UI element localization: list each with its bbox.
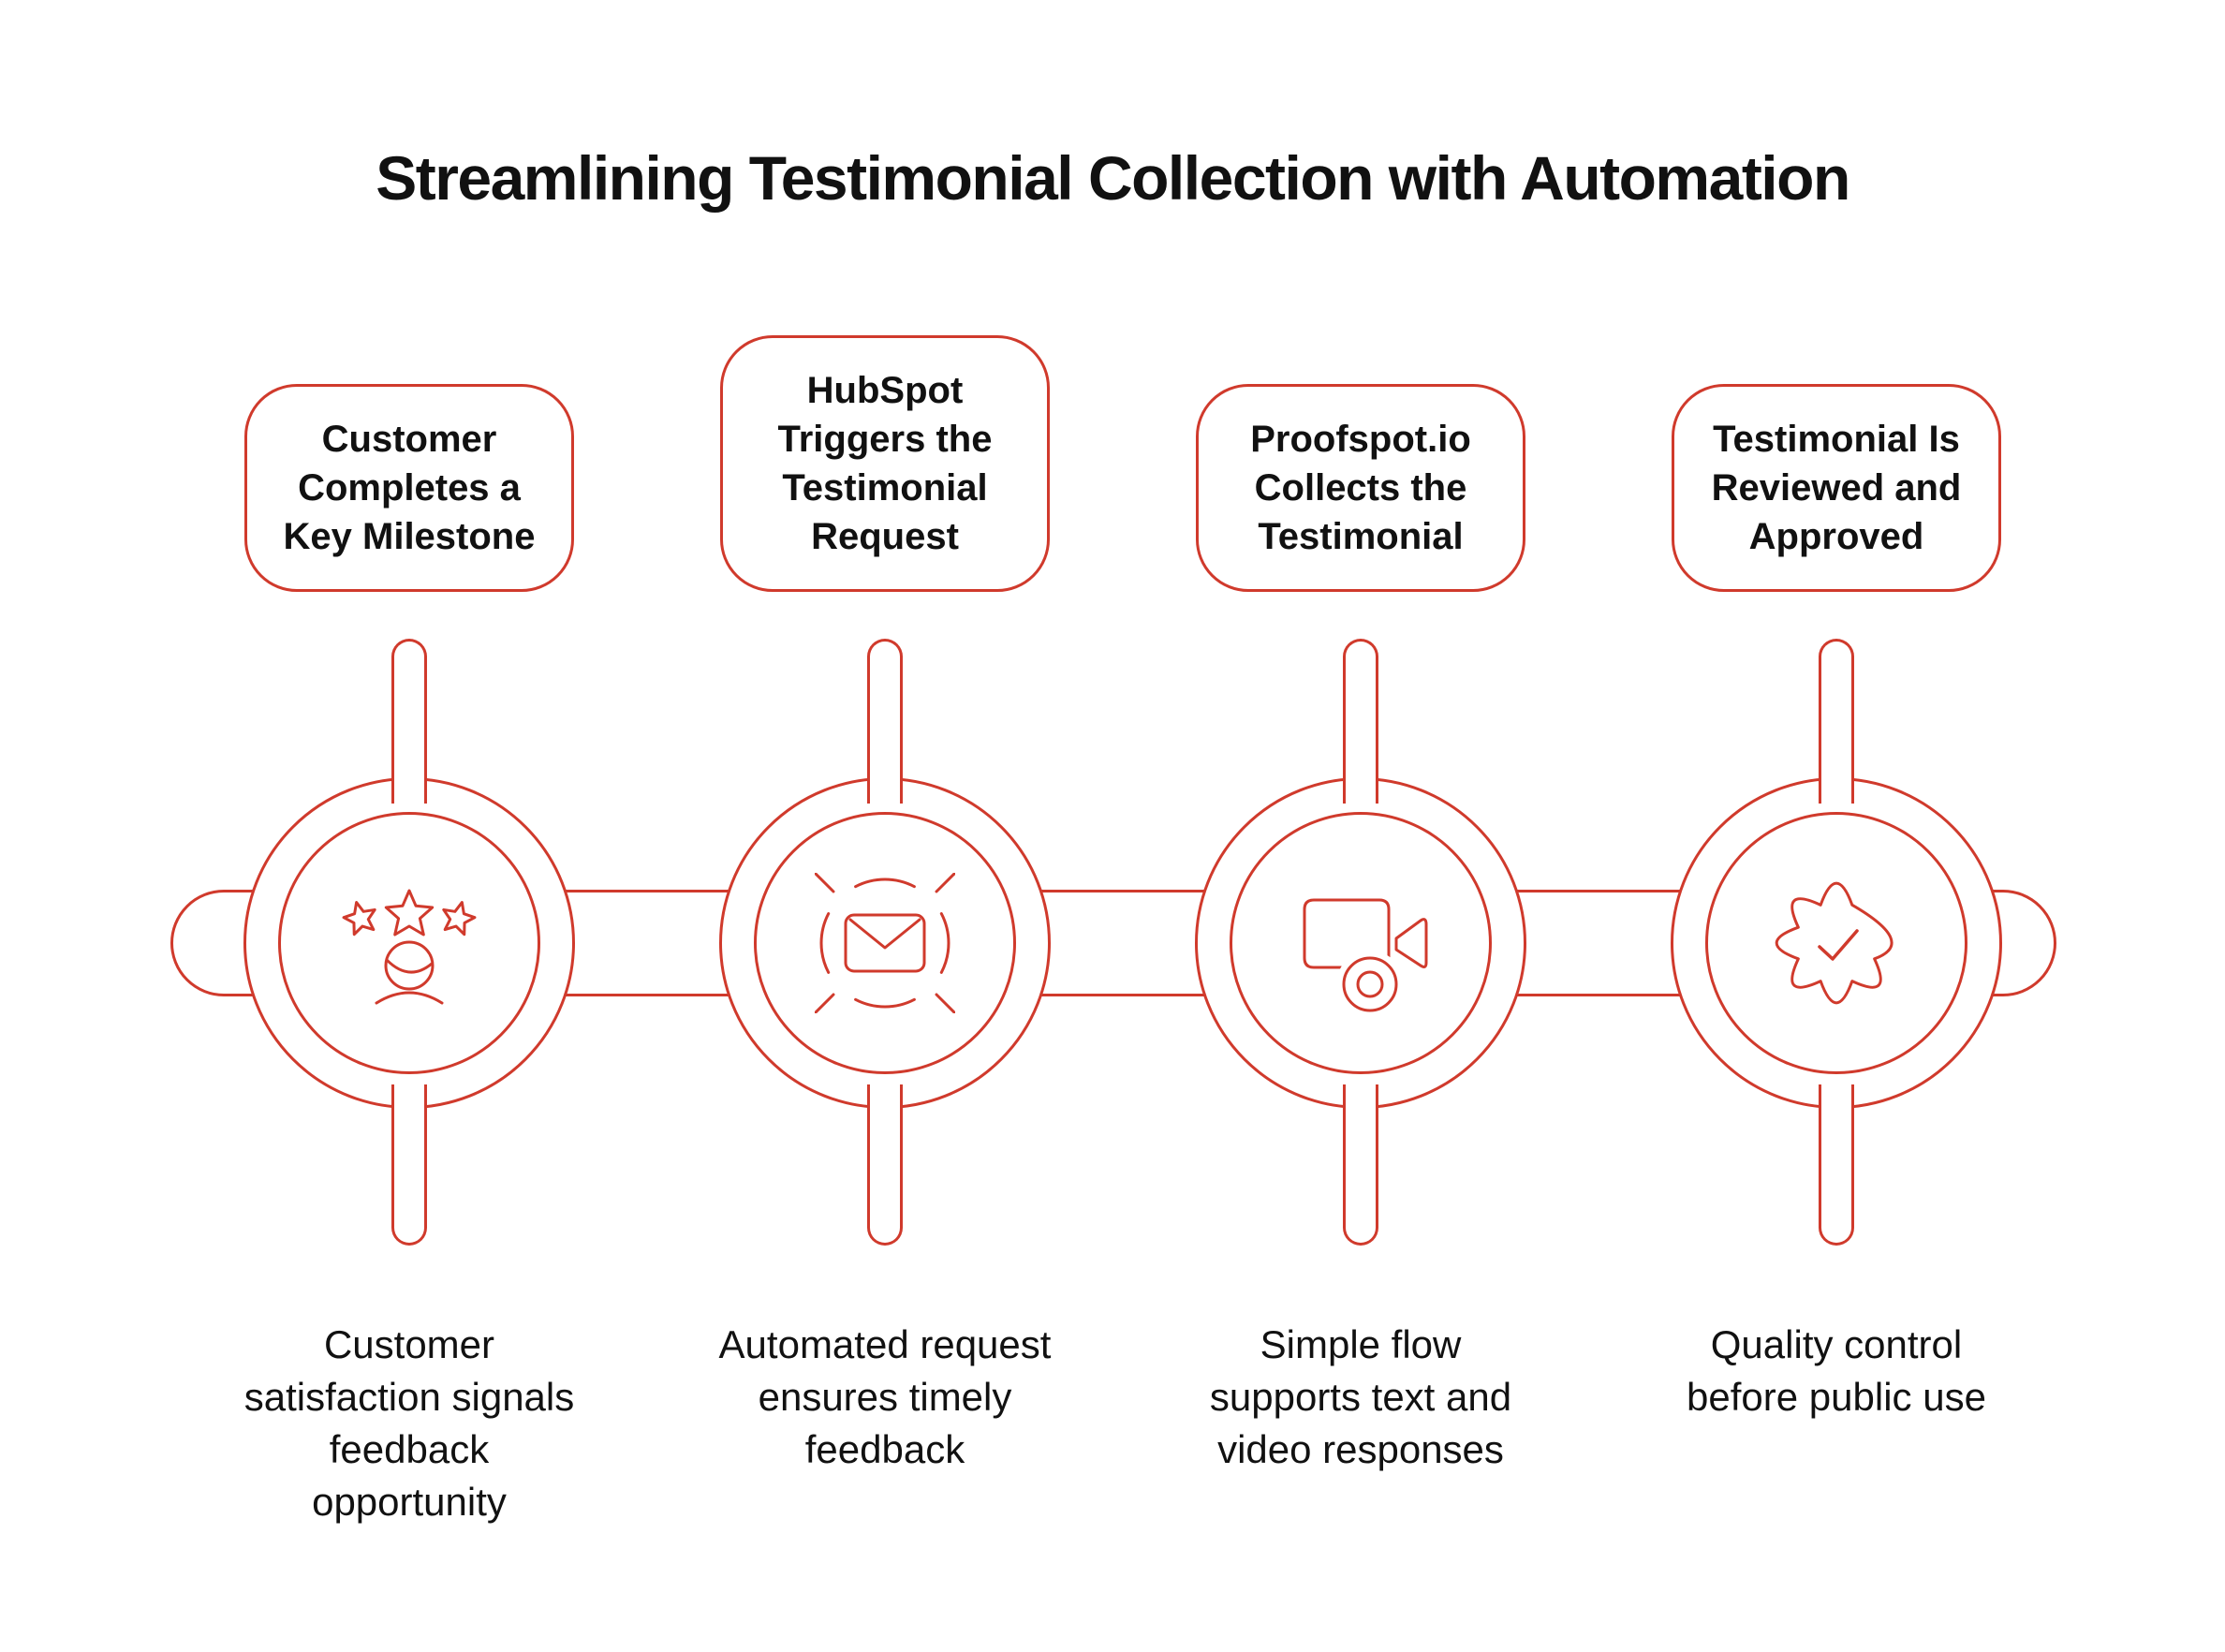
step-box-label: Customer Completes a Key Milestone	[283, 419, 536, 557]
step-box-label: Testimonial Is Reviewed and Approved	[1711, 419, 1962, 557]
step-node-inner-circle	[754, 812, 1016, 1074]
step-caption: Customer satisfaction signals feedback o…	[243, 1322, 575, 1524]
video-camera-icon	[1290, 873, 1431, 1013]
step-caption: Automated request ensures timely feedbac…	[718, 1322, 1052, 1471]
connector-stem	[867, 639, 903, 804]
step-box-label: HubSpot Triggers the Testimonial Request	[777, 370, 993, 557]
step-node-inner-circle	[1230, 812, 1492, 1074]
step-box-proofspot-collect: Proofspot.io Collects the Testimonial	[1196, 384, 1525, 592]
step-node-inner-circle	[1705, 812, 1967, 1074]
connector-stem	[867, 1084, 903, 1246]
connector-stem	[391, 639, 427, 804]
step-node-inner-circle	[278, 812, 540, 1074]
step-box-hubspot-trigger: HubSpot Triggers the Testimonial Request	[720, 335, 1050, 592]
step-box-review-approve: Testimonial Is Reviewed and Approved	[1672, 384, 2001, 592]
step-box-label: Proofspot.io Collects the Testimonial	[1250, 419, 1471, 557]
email-broadcast-icon	[815, 873, 955, 1013]
customer-satisfaction-stars-icon	[339, 873, 479, 1013]
connector-stem	[1343, 1084, 1378, 1246]
connector-stem	[1343, 639, 1378, 804]
connector-stem	[1819, 1084, 1854, 1246]
connector-stem	[391, 1084, 427, 1246]
approval-badge-check-icon	[1766, 873, 1907, 1013]
step-caption: Quality control before public use	[1687, 1322, 1986, 1419]
connector-stem	[1819, 639, 1854, 804]
diagram-title: Streamlining Testimonial Collection with…	[376, 143, 1850, 213]
step-box-milestone: Customer Completes a Key Milestone	[244, 384, 574, 592]
step-caption: Simple flow supports text and video resp…	[1209, 1322, 1512, 1471]
